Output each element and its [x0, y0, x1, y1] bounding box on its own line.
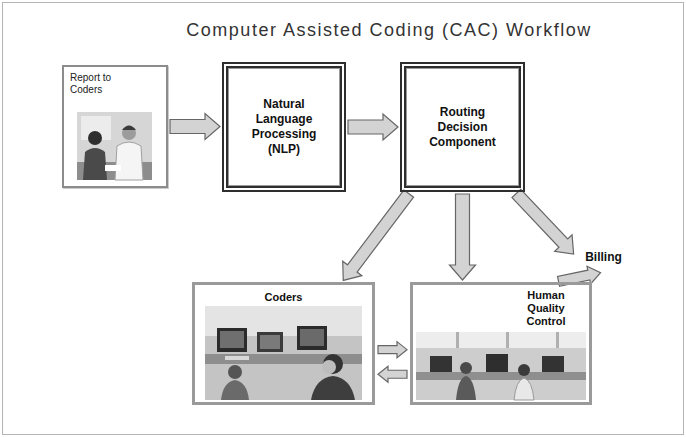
photo-person	[83, 148, 107, 180]
photo-head	[122, 126, 136, 140]
arrow-shape	[343, 190, 414, 280]
flow-arrow	[348, 114, 398, 140]
photo-mullion	[556, 332, 559, 348]
photo-person	[311, 376, 355, 400]
photo-monitor	[430, 356, 452, 372]
photo-hair	[323, 354, 343, 374]
arrow-shape	[450, 194, 476, 280]
arrow-shape	[512, 189, 574, 254]
photo-screen	[260, 335, 280, 349]
photo-keyboard	[225, 356, 249, 360]
arrow-shape	[170, 114, 220, 140]
node-label: Natural Language Processing (NLP)	[244, 97, 324, 157]
node-label: Billing	[585, 250, 622, 264]
photo-monitor	[542, 356, 564, 372]
flow-arrow	[378, 366, 407, 382]
photo-head	[88, 131, 102, 145]
diagram-title: Computer Assisted Coding (CAC) Workflow	[100, 20, 678, 41]
photo-screen	[220, 331, 244, 348]
photo-report	[77, 112, 152, 180]
photo-monitor	[297, 326, 327, 350]
arrow-shape	[378, 342, 407, 358]
node-label: Human Quality Control	[511, 289, 581, 328]
photo-head	[228, 365, 242, 379]
process-box: Natural Language Processing (NLP)	[222, 62, 346, 192]
photo-coders	[205, 306, 362, 400]
photo-window	[416, 332, 586, 348]
photo-monitor	[217, 328, 247, 352]
photo-ground	[205, 306, 362, 400]
billing-node: Billing	[575, 242, 632, 272]
flow-arrow	[450, 194, 476, 280]
photo-screen	[300, 329, 324, 346]
flow-arrow	[512, 189, 574, 254]
photo-quality	[416, 332, 586, 400]
photo-head	[322, 360, 336, 374]
node-label: Report to Coders	[70, 72, 126, 96]
photo-head	[518, 364, 530, 376]
photo-ground	[416, 332, 586, 400]
photo-person	[514, 378, 534, 400]
decision-box: Routing Decision Component	[400, 62, 525, 192]
photo-monitor	[257, 332, 283, 352]
coders-box: Coders	[192, 282, 375, 405]
node-label: Coders	[203, 291, 364, 304]
photo-desk	[416, 372, 586, 380]
photo-ground	[77, 112, 152, 180]
report-box: Report to Coders	[62, 65, 168, 188]
flow-arrow	[378, 342, 407, 358]
flow-arrow	[170, 114, 220, 140]
photo-person	[456, 376, 476, 400]
image-frame	[3, 3, 684, 435]
photo-person	[115, 142, 143, 180]
arrow-shape	[378, 366, 407, 382]
photo-person	[221, 380, 249, 400]
quality-control-box: Human Quality Control	[410, 282, 592, 405]
arrow-shape	[348, 114, 398, 140]
photo-paper	[105, 165, 121, 171]
photo-head	[460, 362, 472, 374]
node-label: Routing Decision Component	[423, 105, 503, 150]
photo-mullion	[456, 332, 459, 348]
flow-arrow	[343, 190, 414, 280]
photo-monitor	[486, 354, 508, 372]
photo-hair	[122, 126, 136, 131]
photo-mullion	[506, 332, 509, 348]
